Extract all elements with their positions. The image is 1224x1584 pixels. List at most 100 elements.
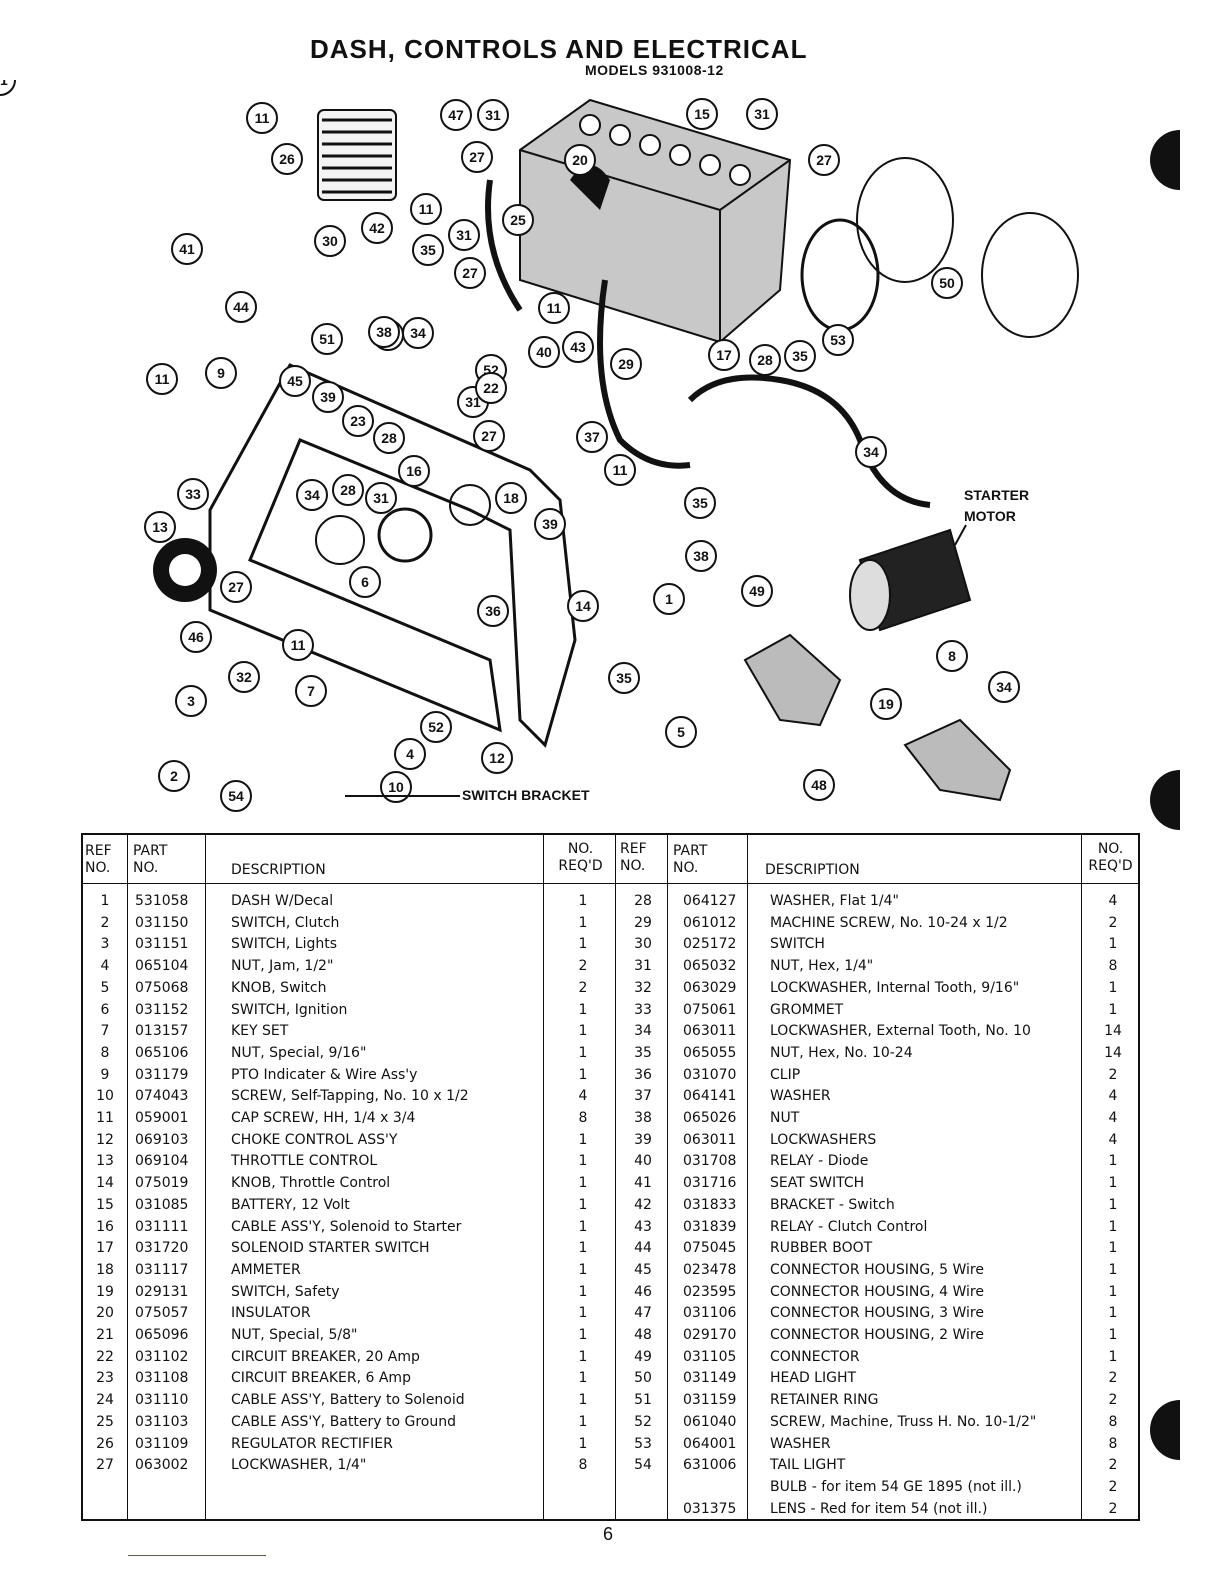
callout-number: 30 <box>322 233 338 249</box>
cell-qty: 1 <box>578 1240 588 1257</box>
callout-marker: 3 <box>175 685 207 717</box>
cell-desc: PTO Indicater & Wire Ass'y <box>231 1066 418 1083</box>
callout-number: 34 <box>996 679 1012 695</box>
cell-ref: 15 <box>96 1196 114 1213</box>
cell-ref: 24 <box>96 1392 114 1409</box>
cell-qty: 1 <box>578 893 588 909</box>
cell-part: 061012 <box>683 914 737 931</box>
callout-number: 42 <box>369 220 385 236</box>
cell-ref: 38 <box>634 1110 652 1126</box>
callout-marker: 39 <box>534 508 566 540</box>
header-desc-right: DESCRIPTION <box>765 862 860 878</box>
callout-marker: 28 <box>332 474 364 506</box>
cell-qty: 1 <box>578 1153 588 1170</box>
cell-ref: 8 <box>100 1044 110 1061</box>
cell-part: 031708 <box>683 1153 737 1170</box>
callout-number: 19 <box>878 696 894 712</box>
cell-qty: 2 <box>1108 1392 1118 1409</box>
callout-number: 39 <box>542 516 558 532</box>
cell-desc: LENS - Red for item 54 (not ill.) <box>770 1500 988 1517</box>
callout-marker: 45 <box>279 365 311 397</box>
callout-marker: 19 <box>870 688 902 720</box>
cell-part: 631006 <box>683 1457 737 1474</box>
cell-part: 031085 <box>135 1196 189 1213</box>
callout-number: 31 <box>456 227 472 243</box>
cell-qty: 14 <box>1104 1044 1122 1061</box>
cell-desc: LOCKWASHERS <box>770 1131 877 1148</box>
cell-qty: 1 <box>1108 1153 1118 1170</box>
cell-ref: 14 <box>96 1175 114 1192</box>
callout-number: 26 <box>279 151 295 167</box>
cell-qty: 1 <box>578 1023 588 1040</box>
cell-part: 031110 <box>135 1392 189 1409</box>
cell-part: 023478 <box>683 1261 737 1278</box>
cell-part: 031159 <box>683 1392 737 1409</box>
cell-qty: 2 <box>1108 1066 1118 1083</box>
callout-number: 35 <box>420 242 436 258</box>
cable-drawing <box>687 374 931 508</box>
cell-desc: NUT, Special, 5/8" <box>231 1327 358 1343</box>
cell-qty: 1 <box>578 1370 588 1387</box>
callout-number: 21 <box>0 80 8 88</box>
cell-desc: GROMMET <box>770 1001 844 1018</box>
callout-number: 1 <box>665 591 673 607</box>
cell-ref: 20 <box>96 1305 114 1322</box>
cell-ref: 16 <box>96 1218 114 1235</box>
callout-number: 35 <box>792 348 808 364</box>
callout-number: 11 <box>255 110 270 126</box>
cell-part: 065026 <box>683 1110 737 1126</box>
cell-desc: INSULATOR <box>231 1305 311 1322</box>
cell-desc: KNOB, Switch <box>231 979 327 996</box>
cell-ref: 25 <box>96 1413 114 1430</box>
page-subtitle: MODELS 931008-12 <box>585 62 724 78</box>
cell-qty: 1 <box>578 1392 588 1409</box>
callout-number: 49 <box>749 583 765 599</box>
cell-qty: 2 <box>578 958 588 975</box>
cell-ref: 53 <box>634 1435 652 1452</box>
cell-ref: 1 <box>100 893 110 909</box>
cell-ref: 11 <box>96 1110 114 1126</box>
cell-ref: 39 <box>634 1131 652 1148</box>
cell-desc: LOCKWASHER, External Tooth, No. 10 <box>770 1023 1031 1040</box>
cell-ref: 36 <box>634 1066 652 1083</box>
callout-marker: 30 <box>314 225 346 257</box>
callout-number: 27 <box>462 265 478 281</box>
callout-number: 34 <box>410 325 426 341</box>
cell-ref: 48 <box>634 1327 652 1343</box>
cell-qty: 4 <box>1108 1131 1118 1148</box>
callout-number: 28 <box>340 482 356 498</box>
cell-desc: RETAINER RING <box>770 1392 879 1409</box>
cell-part: 075057 <box>135 1305 189 1322</box>
cell-desc: NUT, Jam, 1/2" <box>231 958 334 975</box>
cell-qty: 1 <box>578 1261 588 1278</box>
cell-part: 061040 <box>683 1413 737 1430</box>
callout-marker: 31 <box>477 99 509 131</box>
header-qty-right: NO.REQ'D <box>1088 841 1133 874</box>
col-divider <box>205 835 206 1519</box>
cell-ref: 45 <box>634 1261 652 1278</box>
cell-desc: CABLE ASS'Y, Solenoid to Starter <box>231 1218 462 1235</box>
cell-ref: 21 <box>96 1327 114 1343</box>
callout-number: 35 <box>616 670 632 686</box>
cell-desc: RUBBER BOOT <box>770 1240 873 1257</box>
ground-cable-drawing <box>485 179 523 312</box>
cell-qty: 2 <box>1108 1500 1118 1517</box>
